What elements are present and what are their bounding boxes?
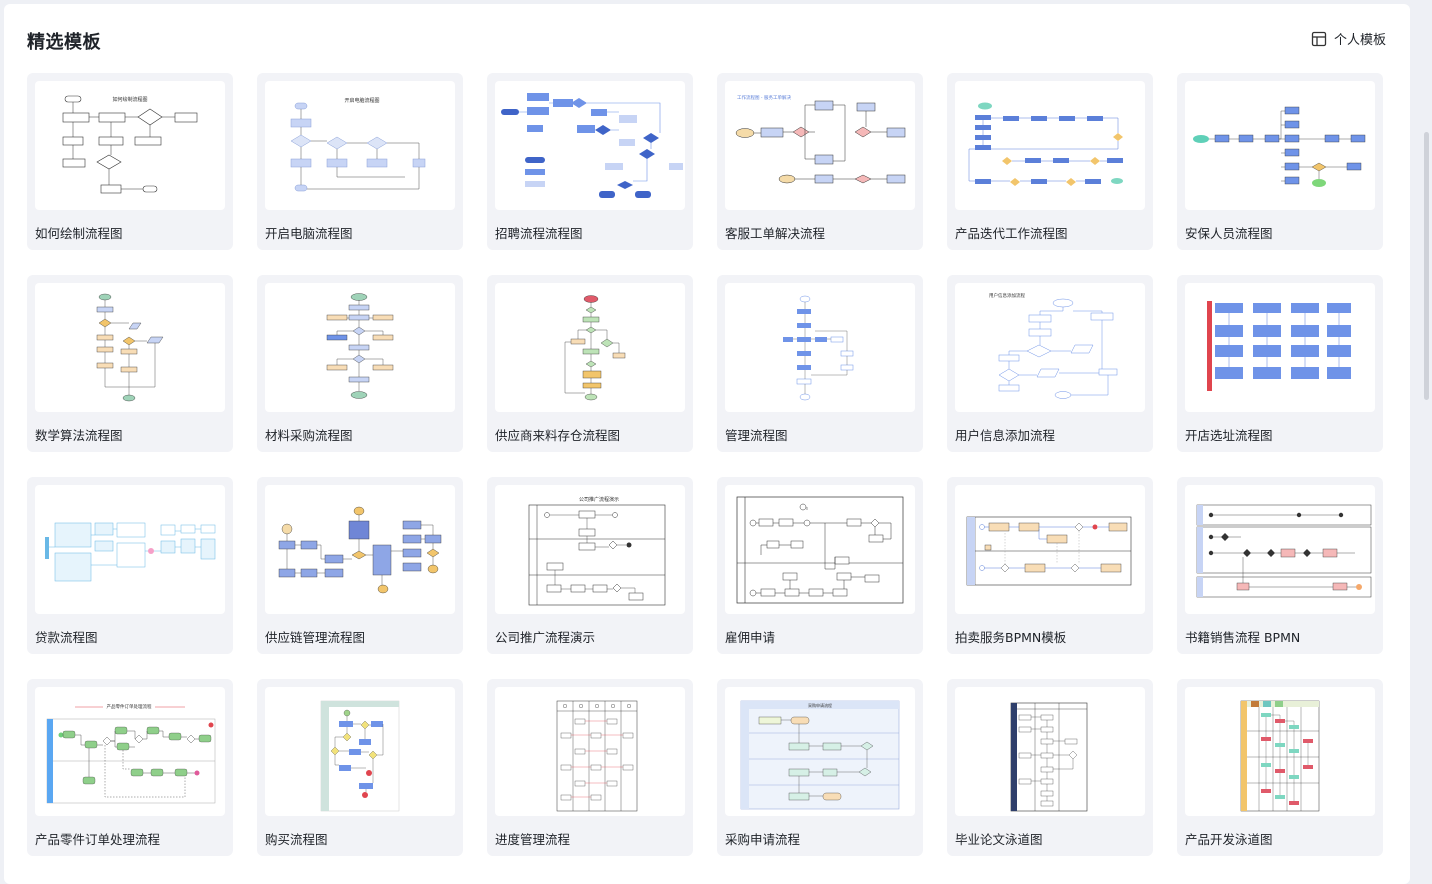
template-card[interactable]: 拍卖服务BPMN模板 <box>947 477 1153 654</box>
template-card[interactable]: 贷款流程图 <box>27 477 233 654</box>
template-name: 招聘流程流程图 <box>495 226 583 241</box>
template-card[interactable]: 安保人员流程图 <box>1177 73 1383 250</box>
template-name: 产品开发泳道图 <box>1185 832 1273 847</box>
template-name: 购买流程图 <box>265 832 328 847</box>
template-thumbnail: 工作流程图 - 服务工单解决 <box>725 81 915 210</box>
template-name: 如何绘制流程图 <box>35 226 123 241</box>
layout-template-icon <box>1311 31 1327 47</box>
template-card[interactable]: 雇佣申请 <box>717 477 923 654</box>
vertical-scrollbar[interactable] <box>1424 132 1429 400</box>
thumb-title: 用户信息添加流程 <box>989 292 1025 299</box>
template-name: 用户信息添加流程 <box>955 428 1056 443</box>
template-card[interactable]: 进度管理流程 <box>487 679 693 856</box>
template-thumbnail: 产品零件订单处理流程 <box>35 687 225 816</box>
template-thumbnail: 用户信息添加流程 <box>955 283 1145 412</box>
template-name: 开店选址流程图 <box>1185 428 1273 443</box>
template-card[interactable]: 产品迭代工作流程图 <box>947 73 1153 250</box>
template-card[interactable]: 数学算法流程图 <box>27 275 233 452</box>
template-name: 进度管理流程 <box>495 832 571 847</box>
template-name: 雇佣申请 <box>725 630 776 645</box>
template-thumbnail <box>265 485 455 614</box>
template-thumbnail <box>955 485 1145 614</box>
template-card[interactable]: 招聘流程流程图 <box>487 73 693 250</box>
template-card[interactable]: 购买流程图 <box>257 679 463 856</box>
template-name: 数学算法流程图 <box>35 428 123 443</box>
thumb-title: 公司推广流程演示 <box>579 496 619 503</box>
template-card[interactable]: 书籍销售流程 BPMN <box>1177 477 1383 654</box>
template-thumbnail <box>1185 485 1375 614</box>
template-thumbnail: 开启电脑流程图 <box>265 81 455 210</box>
template-thumbnail <box>265 687 455 816</box>
template-name: 产品零件订单处理流程 <box>35 832 161 847</box>
template-name: 书籍销售流程 BPMN <box>1185 630 1301 645</box>
template-thumbnail <box>725 283 915 412</box>
template-thumbnail <box>265 283 455 412</box>
template-card[interactable]: 材料采购流程图 <box>257 275 463 452</box>
template-card[interactable]: 用户信息添加流程 用户信息添加流程 <box>947 275 1153 452</box>
template-thumbnail <box>955 687 1145 816</box>
thumb-title: 开启电脑流程图 <box>344 97 379 104</box>
template-name: 供应商来料存仓流程图 <box>495 428 621 443</box>
template-thumbnail <box>1185 81 1375 210</box>
template-card[interactable]: 产品零件订单处理流程 <box>27 679 233 856</box>
template-card[interactable]: 采购申请流程 采购申请流程 <box>717 679 923 856</box>
template-thumbnail <box>35 283 225 412</box>
template-name: 公司推广流程演示 <box>495 630 596 645</box>
template-thumbnail <box>495 283 685 412</box>
personal-templates-button[interactable]: 个人模板 <box>1311 29 1386 48</box>
template-name: 开启电脑流程图 <box>265 226 353 241</box>
template-name: 贷款流程图 <box>35 630 98 645</box>
template-thumbnail: 公司推广流程演示 <box>495 485 685 614</box>
template-name: 产品迭代工作流程图 <box>955 226 1068 241</box>
template-card[interactable]: 开启电脑流程图 开启电脑流程图 <box>257 73 463 250</box>
template-thumbnail <box>495 687 685 816</box>
section-title: 精选模板 <box>27 32 101 53</box>
template-thumbnail: 如何绘制流程图 <box>35 81 225 210</box>
template-card[interactable]: 供应链管理流程图 <box>257 477 463 654</box>
template-name: 拍卖服务BPMN模板 <box>955 630 1067 645</box>
thumb-title: 如何绘制流程图 <box>112 96 147 103</box>
template-thumbnail <box>1185 687 1375 816</box>
template-card[interactable]: 工作流程图 - 服务工单解决 客服工单解决流程 <box>717 73 923 250</box>
thumb-title: 产品零件订单处理流程 <box>107 703 152 710</box>
template-card[interactable]: 公司推广流程演示 <box>487 477 693 654</box>
template-thumbnail <box>495 81 685 210</box>
template-name: 安保人员流程图 <box>1185 226 1273 241</box>
template-card[interactable]: 供应商来料存仓流程图 <box>487 275 693 452</box>
template-grid: 如何绘制流程图 如何绘制流程图 <box>27 73 1383 856</box>
thumb-title: 工作流程图 - 服务工单解决 <box>737 94 791 101</box>
template-thumbnail <box>35 485 225 614</box>
template-name: 管理流程图 <box>725 428 788 443</box>
template-card[interactable]: 毕业论文泳道图 <box>947 679 1153 856</box>
template-name: 客服工单解决流程 <box>725 226 826 241</box>
thumb-title: 采购申请流程 <box>808 702 832 708</box>
template-thumbnail <box>725 485 915 614</box>
template-thumbnail <box>955 81 1145 210</box>
template-card[interactable]: 如何绘制流程图 如何绘制流程图 <box>27 73 233 250</box>
template-name: 供应链管理流程图 <box>265 630 366 645</box>
template-name: 材料采购流程图 <box>265 428 353 443</box>
template-card[interactable]: 产品开发泳道图 <box>1177 679 1383 856</box>
personal-templates-label: 个人模板 <box>1333 33 1386 48</box>
template-name: 采购申请流程 <box>725 832 801 847</box>
template-card[interactable]: 管理流程图 <box>717 275 923 452</box>
template-name: 毕业论文泳道图 <box>955 832 1043 847</box>
template-thumbnail: 采购申请流程 <box>725 687 915 816</box>
template-panel: 精选模板 个人模板 如何绘制流程图 <box>4 4 1410 884</box>
template-card[interactable]: 开店选址流程图 <box>1177 275 1383 452</box>
template-thumbnail <box>1185 283 1375 412</box>
